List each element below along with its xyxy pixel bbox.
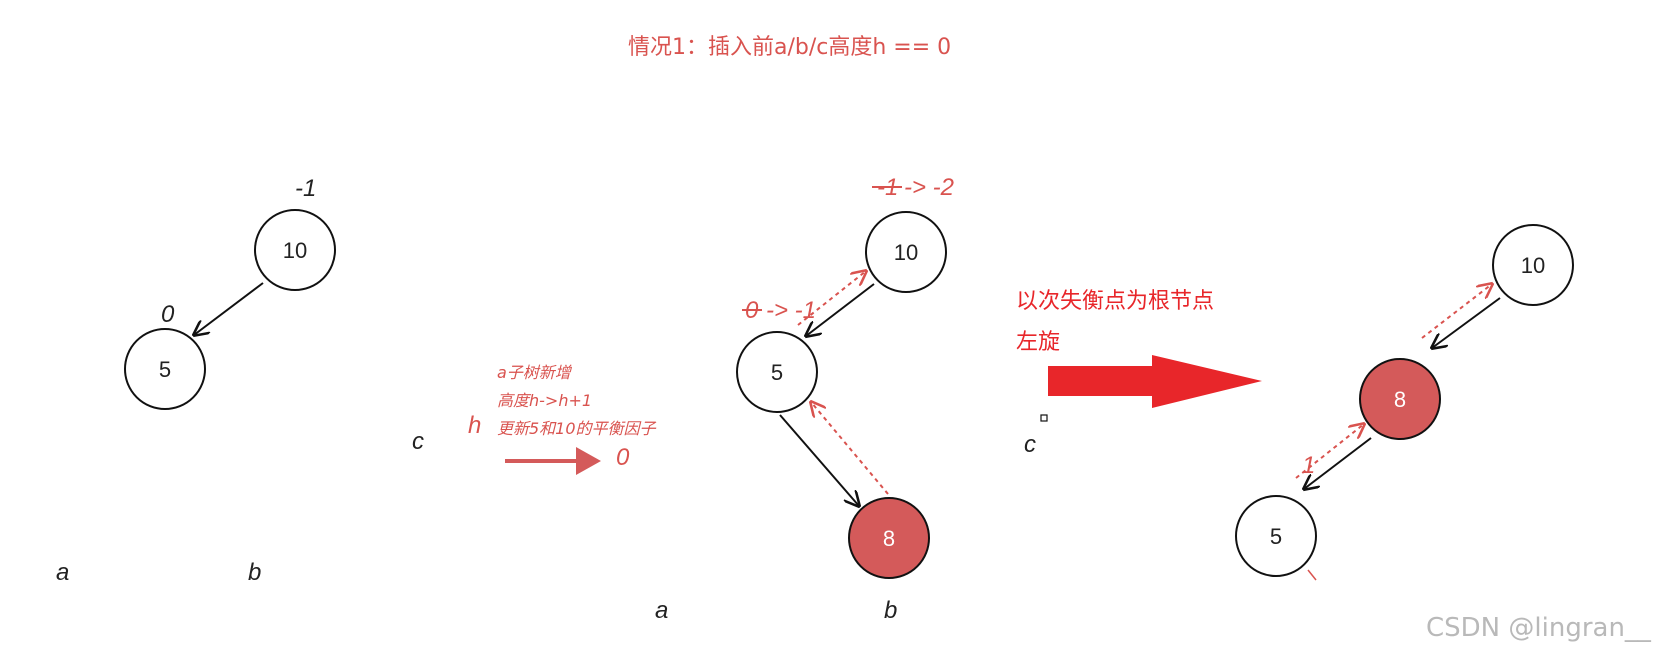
mid-update-arrow-8-5 bbox=[811, 402, 889, 495]
left-child-node bbox=[124, 328, 206, 410]
mid-root-label: 10 bbox=[894, 240, 918, 265]
middle-tree: -1 -> -2 10 0 -> -1 5 8 c a b bbox=[655, 174, 1048, 624]
left-edge-10-5 bbox=[194, 282, 264, 335]
mid-root-node bbox=[865, 211, 947, 293]
insert-arrow-head bbox=[576, 447, 601, 475]
mid-child-bf-new: -> -1 bbox=[766, 297, 816, 324]
watermark: CSDN @lingran__ bbox=[1426, 613, 1652, 643]
left-subtree-a: a bbox=[56, 559, 69, 586]
right-update-arrow-8-10 bbox=[1421, 284, 1492, 339]
right-bf-label: 1 bbox=[1302, 452, 1315, 479]
insert-note: a子树新增 高度h->h+1 更新5和10的平衡因子 h 0 bbox=[468, 363, 657, 475]
left-child-balance-factor: 0 bbox=[161, 301, 175, 328]
left-subtree-b: b bbox=[248, 559, 261, 586]
note-line-3: 更新5和10的平衡因子 bbox=[497, 419, 657, 438]
right-leaf-node bbox=[1235, 495, 1317, 577]
right-tree: 10 8 1 5 bbox=[1235, 224, 1574, 581]
mid-edge-10-5 bbox=[806, 283, 875, 336]
left-root-node bbox=[254, 209, 336, 291]
mid-subtree-a: a bbox=[655, 597, 668, 624]
mid-child-node bbox=[736, 331, 818, 413]
page-title: 情况1：插入前a/b/c高度h == 0 bbox=[628, 35, 951, 60]
mid-subtree-c: c bbox=[1024, 431, 1036, 458]
left-root-label: 10 bbox=[283, 238, 307, 263]
mid-root-bf-new: -> -2 bbox=[904, 174, 954, 201]
right-edge-10-8 bbox=[1432, 297, 1501, 348]
right-mid-label: 8 bbox=[1394, 387, 1406, 412]
mid-edge-5-8 bbox=[779, 414, 859, 506]
note-line-2: 高度h->h+1 bbox=[497, 391, 592, 410]
note-zero-label: 0 bbox=[616, 444, 630, 471]
mid-child-bf-group: 0 -> -1 bbox=[742, 297, 816, 324]
mid-child-label: 5 bbox=[771, 360, 783, 385]
mid-update-arrow-5-10 bbox=[797, 271, 866, 326]
right-root-node bbox=[1492, 224, 1574, 306]
right-edge-8-5 bbox=[1304, 437, 1372, 489]
note-line-1: a子树新增 bbox=[497, 363, 573, 382]
mid-new-node-label: 8 bbox=[883, 526, 895, 551]
left-subtree-c: c bbox=[412, 428, 424, 455]
right-mid-node bbox=[1359, 358, 1441, 440]
mid-new-node bbox=[848, 497, 930, 579]
small-square-marker bbox=[1040, 414, 1048, 422]
rotation-note-line-2: 左旋 bbox=[1016, 330, 1060, 355]
mid-subtree-b: b bbox=[884, 597, 897, 624]
right-residual-tick bbox=[1307, 569, 1317, 581]
left-child-label: 5 bbox=[159, 357, 171, 382]
left-root-balance-factor: -1 bbox=[295, 175, 316, 202]
rotation-note-line-1: 以次失衡点为根节点 bbox=[1016, 289, 1214, 314]
mid-root-bf-group: -1 -> -2 bbox=[872, 174, 954, 201]
left-tree: -1 10 0 5 c a b bbox=[56, 175, 424, 586]
note-h-label: h bbox=[468, 412, 481, 439]
right-update-arrow-5-8 bbox=[1295, 424, 1364, 479]
right-leaf-label: 5 bbox=[1270, 524, 1282, 549]
rotation-arrow bbox=[1048, 355, 1262, 408]
right-root-label: 10 bbox=[1521, 253, 1545, 278]
rotation-note: 以次失衡点为根节点 左旋 bbox=[1016, 289, 1262, 408]
